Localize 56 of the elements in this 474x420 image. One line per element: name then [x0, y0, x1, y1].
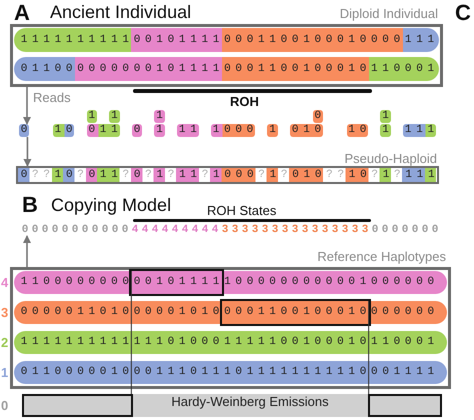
- read-chip: 11: [177, 124, 199, 137]
- read-chip: 1: [109, 110, 120, 123]
- read-chip: 1: [154, 124, 165, 137]
- sequence-segment: 00101111: [131, 271, 222, 294]
- sequence-segment: 00101111: [131, 28, 222, 52]
- state-number: 3: [1, 305, 8, 320]
- read-chip: 10: [346, 124, 368, 137]
- sequence-segment: 01100: [14, 57, 75, 81]
- state-number: 4: [1, 275, 8, 290]
- sequence-segment: 000000: [368, 301, 447, 324]
- sequence-segment: 0000011010: [14, 301, 132, 324]
- panel-letter: C: [455, 0, 471, 26]
- sequence-segment: 00001010: [131, 301, 222, 324]
- panel-letter: A: [14, 0, 30, 26]
- sequence-segment: 110001: [368, 57, 439, 81]
- sequence-segment: 1100000000: [14, 271, 132, 294]
- emission-bar: [22, 394, 442, 417]
- read-chip: 1: [267, 124, 278, 137]
- read-chip: 1: [380, 124, 391, 137]
- emission-box: [22, 394, 133, 417]
- state-sequence: 00000000000: [22, 224, 132, 236]
- sequence-segment: 0001100100010: [222, 301, 369, 324]
- edge-label: Reads: [33, 90, 71, 105]
- read-chip: 1: [86, 110, 97, 123]
- sequence-segment: 0001100100010000: [222, 28, 403, 52]
- read-chip: 1000: [210, 124, 256, 137]
- bar-label: Hardy-Weinberg Emissions: [170, 394, 330, 411]
- panel-letter: B: [22, 192, 38, 218]
- read-chip: 0: [132, 124, 142, 137]
- panel-heading: Pseudo-Haploid: [344, 151, 437, 166]
- state-sequence: 0000000: [372, 224, 442, 236]
- sequence-segment: 1000000000001000000: [222, 271, 447, 294]
- state-sequence: 333333333333333: [222, 224, 372, 236]
- state-sequence: 444444444: [132, 224, 222, 236]
- panel-title: Ancient Individual: [50, 2, 192, 23]
- sequence-segment: 111: [402, 28, 439, 52]
- read-chip: 0: [18, 124, 30, 137]
- emission-box: [368, 394, 442, 417]
- state-number: 0: [1, 398, 8, 413]
- sequence-segment: 0000000101111: [74, 57, 222, 81]
- roh-label: ROH: [230, 94, 259, 109]
- sequence-segment: 1111111111: [14, 28, 132, 52]
- panel-title: Copying Model: [51, 195, 172, 216]
- read-chip: 1: [380, 110, 391, 123]
- read-chip: 0: [312, 110, 323, 123]
- panel-heading: Diploid Individual: [340, 6, 438, 21]
- arrow: [23, 87, 31, 125]
- panel-heading: Reference Haplotypes: [317, 249, 446, 264]
- state-number: 1: [1, 365, 8, 380]
- sequence-segment: 0001100100010: [222, 57, 369, 81]
- arrow: [23, 137, 32, 167]
- roh-states-label: ROH States: [207, 203, 276, 218]
- read-chip: 1: [154, 110, 165, 123]
- arrow: [23, 235, 31, 267]
- read-chip: 010: [290, 124, 323, 137]
- state-number: 2: [1, 335, 8, 350]
